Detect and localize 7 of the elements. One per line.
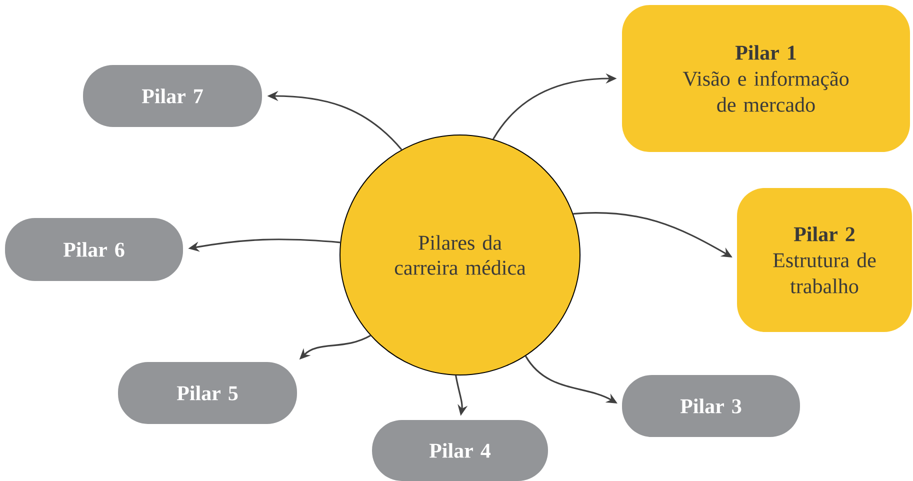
pillar-pill: Pilar 7 <box>83 65 262 127</box>
pillar-pill: Pilar 5 <box>118 362 297 424</box>
pillar-pill: Pilar 3 <box>622 374 800 437</box>
pillar-pill: Pilar 6 <box>5 218 183 281</box>
pillar-pill: Pilar 4 <box>372 420 548 481</box>
pillar-box: Pilar 1 Visão e informação de mercado <box>622 5 910 152</box>
pillar-box: Pilar 2 Estrutura de trabalho <box>737 188 912 332</box>
